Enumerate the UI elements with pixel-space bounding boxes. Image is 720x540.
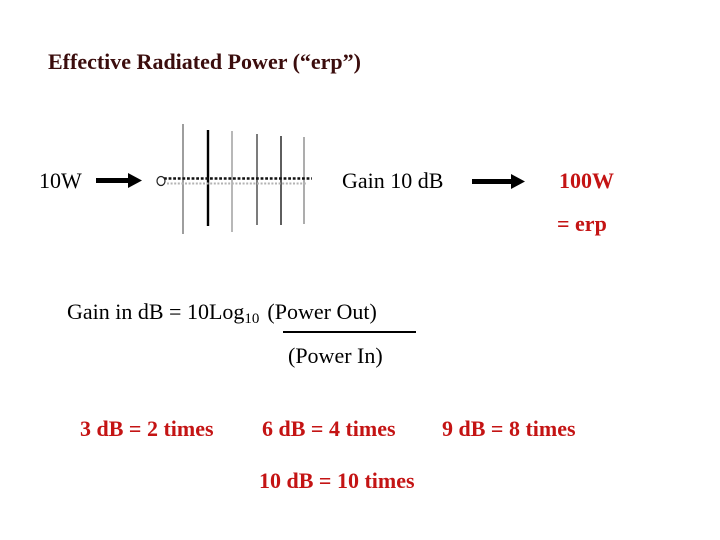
conversion-3db: 3 dB = 2 times [80,416,214,441]
right-arrow-icon [96,173,142,188]
input-power-label: 10W [39,168,82,193]
fraction-bar [283,331,416,333]
conversion-6db: 6 dB = 4 times [262,416,396,441]
gain-label: Gain 10 dB [342,168,444,193]
formula-denominator: (Power In) [288,343,383,368]
formula-numerator: (Power Out) [267,299,377,324]
formula-lhs: Gain in dB = 10Log [67,299,245,324]
output-power-label: 100W [559,168,614,193]
formula-subscript: 10 [244,311,260,327]
yagi-antenna-icon [156,124,312,234]
right-arrow-icon [472,174,525,189]
erp-label: = erp [557,211,607,236]
conversion-10db: 10 dB = 10 times [259,468,415,493]
conversion-9db: 9 dB = 8 times [442,416,576,441]
page-title: Effective Radiated Power (“erp”) [48,49,361,74]
gain-formula-line: Gain in dB = 10Log10 (Power Out) [67,299,377,327]
